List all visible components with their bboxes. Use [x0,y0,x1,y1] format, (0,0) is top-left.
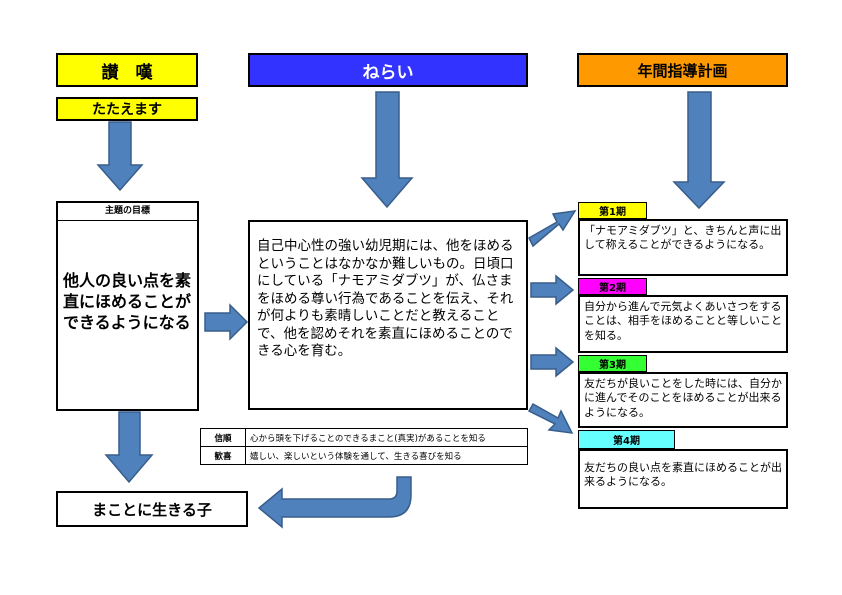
annual-plan-header-label: 年間指導計画 [637,61,728,80]
arrow-phase4 [527,402,574,434]
phase3-label: 第3期 [599,360,626,371]
result-box: まことに生きる子 [56,491,248,527]
aim-header-label: ねらい [362,62,414,83]
phase4-box: 友だちの良い点を素直にほめることが出来るようになる。 [578,449,788,509]
theme-goal-box: 主題の目標 他人の良い点を素直にほめることができるようになる [56,201,199,411]
values-table: 信順 心から頭を下げることのできるまこと(真実)があることを知る 歓喜 嬉しい、… [200,428,528,465]
arrow-return [257,476,412,529]
praise-header: 讃 嘆 [56,53,198,87]
phase3-tab: 第3期 [578,355,647,372]
arrow-down-theme [104,411,154,484]
phase4-label: 第4期 [613,436,640,447]
arrow-down-aim [360,91,414,209]
arrow-down-praise [96,121,144,192]
arrow-phase1 [528,210,577,248]
arrow-phase3 [530,346,575,378]
phase1-text: 「ナモアミダブツ」と、きちんと声に出して称えることができるようになる。 [584,224,782,252]
arrow-phase2 [530,274,575,306]
phase4-tab: 第4期 [578,430,675,449]
aim-header: ねらい [248,53,528,87]
annual-plan-header: 年間指導計画 [577,53,788,87]
aim-text-box: 自己中心性の強い幼児期には、他をほめるということはなかなか難しいもの。日頃口にし… [248,220,528,410]
value-label: 信順 [200,428,246,447]
value-label: 歓喜 [200,446,246,465]
table-row: 歓喜 嬉しい、楽しいという体験を通して、生きる喜びを知る [200,446,528,465]
phase2-label: 第2期 [599,283,626,294]
phase2-text: 自分から進んで元気よくあいさつをすることは、相手をほめることと等しいことを知る。 [584,300,782,342]
value-text: 嬉しい、楽しいという体験を通して、生きる喜びを知る [245,446,528,465]
theme-goal-title: 主題の目標 [58,203,197,221]
praise-subheader: たたえます [56,97,198,121]
table-row: 信順 心から頭を下げることのできるまこと(真実)があることを知る [200,428,528,447]
phase3-box: 友だちが良いことをした時には、自分かに進んでそのことをほめることが出来るようにな… [578,372,788,428]
praise-subheader-label: たたえます [92,102,162,118]
praise-header-label: 讃 嘆 [101,62,153,83]
phase1-box: 「ナモアミダブツ」と、きちんと声に出して称えることができるようになる。 [578,219,788,276]
theme-goal-body: 他人の良い点を素直にほめることができるようになる [63,271,192,332]
phase2-box: 自分から進んで元気よくあいさつをすることは、相手をほめることと等しいことを知る。 [578,295,788,353]
aim-text: 自己中心性の強い幼児期には、他をほめるということはなかなか難しいもの。日頃口にし… [257,238,514,360]
arrow-right-theme [204,303,249,341]
phase1-label: 第1期 [599,207,626,218]
arrow-down-plan [672,91,726,210]
phase2-tab: 第2期 [578,278,647,295]
value-text: 心から頭を下げることのできるまこと(真実)があることを知る [245,428,528,447]
phase3-text: 友だちが良いことをした時には、自分かに進んでそのことをほめることが出来るようにな… [584,377,782,419]
result-label: まことに生きる子 [92,500,212,519]
phase1-tab: 第1期 [578,202,647,219]
phase4-text: 友だちの良い点を素直にほめることが出来るようになる。 [584,461,782,489]
